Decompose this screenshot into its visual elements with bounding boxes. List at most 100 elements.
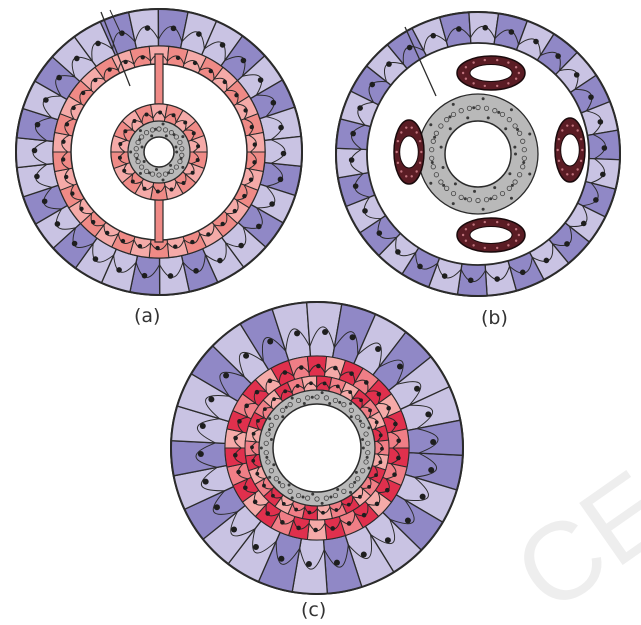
- panel-label-c: (c): [301, 601, 326, 620]
- nucleus: [299, 365, 304, 370]
- pouch-left-dot: [400, 131, 402, 133]
- pouch-left-lumen: [400, 136, 419, 168]
- nucleus: [223, 80, 227, 84]
- nucleus: [200, 423, 206, 429]
- nucleus: [263, 407, 267, 411]
- nucleus: [386, 61, 392, 67]
- nucleus: [55, 221, 61, 227]
- pouch-right-dot: [572, 124, 574, 126]
- nucleus: [223, 372, 229, 378]
- nucleus: [70, 191, 74, 195]
- grey-ring-dot: [431, 161, 434, 164]
- nucleus: [379, 433, 383, 437]
- nucleus: [509, 29, 515, 35]
- nucleus: [417, 264, 423, 270]
- nucleus: [280, 520, 285, 525]
- nucleus: [333, 366, 338, 371]
- grey-ring-dot: [265, 456, 268, 459]
- nucleus: [193, 268, 199, 274]
- grey-ring-dot: [448, 115, 451, 118]
- grey-ring-dot: [321, 502, 324, 505]
- nucleus: [533, 39, 539, 45]
- lumen: [445, 121, 511, 187]
- nucleus: [138, 244, 142, 248]
- grey-ring-dot: [303, 402, 306, 405]
- nucleus: [34, 174, 40, 180]
- nucleus: [118, 156, 122, 160]
- pouch-right-dot: [576, 129, 578, 131]
- nucleus: [395, 249, 401, 255]
- grey-ring-dot: [162, 179, 165, 182]
- pouch-bottom-dot: [518, 234, 520, 236]
- nucleus: [91, 220, 95, 224]
- grey-ring-dot: [181, 135, 184, 138]
- nucleus: [564, 241, 570, 247]
- grey-ring-dot: [311, 396, 314, 399]
- grey-ring-dot: [288, 483, 291, 486]
- lumen: [273, 404, 361, 492]
- grey-ring-dot: [528, 173, 531, 176]
- grey-ring-dot: [285, 406, 288, 409]
- grey-ring-dot: [162, 122, 165, 125]
- pouch-left-dot: [396, 151, 398, 153]
- grey-ring-dot: [464, 197, 467, 200]
- grey-ring-dot: [472, 106, 475, 109]
- nucleus: [236, 470, 241, 475]
- nucleus: [375, 420, 379, 424]
- nucleus: [574, 72, 580, 78]
- nucleus: [198, 451, 204, 457]
- grey-ring-dot: [489, 197, 492, 200]
- grey-ring-dot: [513, 146, 516, 149]
- nucleus: [168, 273, 174, 279]
- grey-ring-dot: [139, 129, 142, 132]
- pouch-bottom-dot: [472, 223, 474, 225]
- panel-label-b: (b): [481, 309, 508, 328]
- grey-ring-dot: [366, 456, 369, 459]
- nucleus: [233, 453, 238, 458]
- grey-ring-dot: [328, 402, 331, 405]
- grey-ring-dot: [473, 190, 476, 193]
- nucleus: [193, 61, 197, 65]
- nucleus: [65, 122, 69, 126]
- nucleus: [278, 125, 284, 131]
- pouch-bottom-dot: [515, 228, 517, 230]
- pouch-bottom-dot: [507, 223, 509, 225]
- nucleus: [237, 419, 242, 424]
- nucleus: [243, 486, 248, 491]
- nucleus: [256, 419, 260, 423]
- nucleus: [141, 55, 145, 59]
- nucleus: [253, 142, 257, 146]
- nucleus: [196, 31, 202, 37]
- nucleus: [316, 364, 321, 369]
- pouch-top-dot: [472, 82, 474, 84]
- pouch-left-dot: [397, 162, 399, 164]
- nucleus: [208, 396, 214, 402]
- nucleus: [56, 75, 62, 81]
- pouch-top-dot: [507, 61, 509, 63]
- nucleus: [206, 232, 210, 236]
- nucleus: [231, 527, 237, 533]
- grey-ring-dot: [181, 166, 184, 169]
- grey-ring-dot: [175, 151, 178, 154]
- grey-ring-dot: [497, 111, 500, 114]
- pouch-top-dot: [484, 85, 486, 87]
- nucleus: [250, 445, 254, 449]
- nucleus: [347, 503, 351, 507]
- pouch-top-dot: [472, 61, 474, 63]
- nucleus: [313, 528, 318, 533]
- nucleus: [61, 140, 65, 144]
- nucleus: [362, 513, 367, 518]
- grey-ring-dot: [302, 496, 305, 499]
- nucleus: [374, 473, 378, 477]
- pouch-top-dot: [496, 85, 498, 87]
- nucleus: [593, 197, 599, 203]
- nucleus: [93, 78, 97, 82]
- nucleus: [361, 551, 367, 557]
- pouch-bottom-dot: [515, 240, 517, 242]
- mesentery-bottom: [155, 198, 163, 242]
- grey-ring-dot: [350, 415, 353, 418]
- nucleus: [294, 508, 298, 512]
- pouch-left-dot: [411, 126, 413, 128]
- nucleus: [368, 409, 372, 413]
- grey-ring-dot: [169, 164, 172, 167]
